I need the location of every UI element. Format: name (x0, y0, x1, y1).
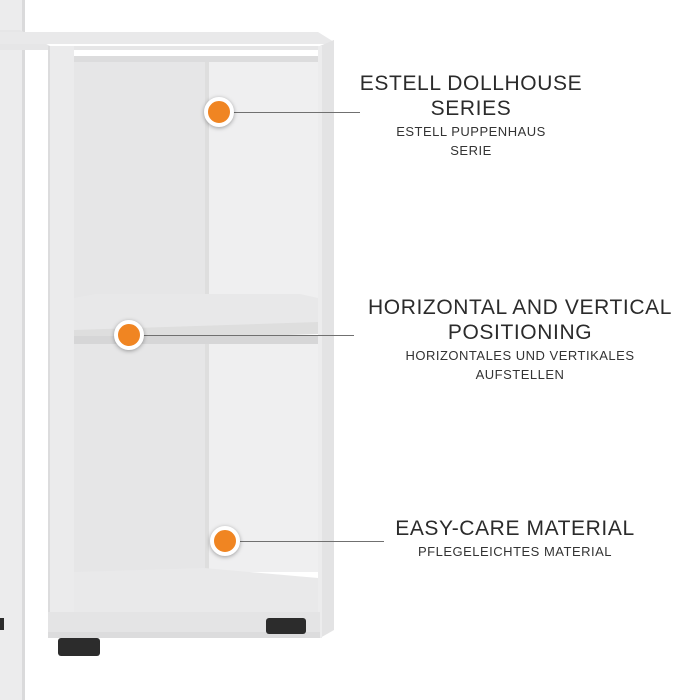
callout-title-line: HORIZONTAL AND VERTICAL (368, 296, 672, 319)
foot-left (58, 638, 100, 656)
marker-dot-3 (210, 526, 240, 556)
marker-dot-2 (114, 320, 144, 350)
left-side-panel (48, 46, 74, 638)
marker-dot-1 (204, 97, 234, 127)
callout-title-line: SERIES (430, 97, 512, 120)
foot-right (266, 618, 306, 634)
callout-material: EASY-CARE MATERIAL PFLEGELEICHTES MATERI… (380, 516, 650, 560)
callout-subtitle-line: ESTELL PUPPENHAUS (396, 124, 546, 139)
callout-title-line: ESTELL DOLLHOUSE (359, 72, 583, 95)
callout-subtitle-line: AUFSTELLEN (475, 367, 565, 382)
leader-line-3 (240, 541, 384, 542)
callout-subtitle-line: SERIE (450, 143, 492, 158)
bookshelf (0, 30, 334, 656)
left-cabinet-edge (0, 0, 25, 700)
right-side-panel (320, 40, 334, 638)
shelf-top (0, 30, 334, 50)
callout-title-line: POSITIONING (447, 321, 593, 344)
leader-line-1 (232, 112, 360, 113)
callout-title-line: EASY-CARE MATERIAL (395, 517, 635, 540)
leader-line-2 (140, 335, 354, 336)
callout-subtitle-line: PFLEGELEICHTES MATERIAL (417, 544, 613, 559)
callout-subtitle-line: HORIZONTALES UND VERTIKALES (405, 348, 635, 363)
bottom-base (74, 568, 318, 616)
callout-positioning: HORIZONTAL AND VERTICAL POSITIONING HORI… (360, 295, 680, 383)
callout-series: ESTELL DOLLHOUSE SERIES ESTELL PUPPENHAU… (356, 71, 586, 159)
